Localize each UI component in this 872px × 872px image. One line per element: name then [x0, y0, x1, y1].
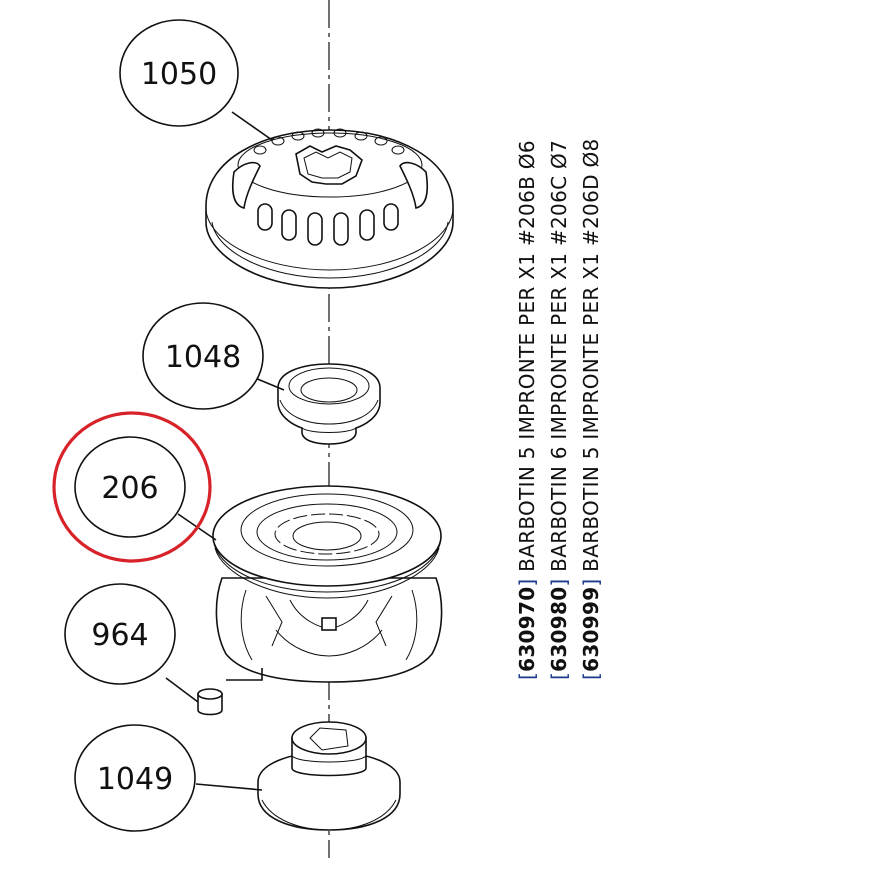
part-1050-cap [205, 128, 454, 289]
note-line-1: [630970] BARBOTIN 5 IMPRONTE PER X1 #206… [515, 140, 539, 680]
part-1048-bushing [277, 363, 381, 445]
callout-206-highlight [52, 411, 212, 563]
note-1-code: 630970 [515, 587, 539, 672]
callout-964: 964 [64, 583, 176, 685]
callout-206: 206 [52, 411, 212, 563]
leader-1048 [254, 377, 285, 391]
callout-1050: 1050 [119, 19, 239, 127]
callout-206-label: 206 [101, 471, 158, 506]
callout-1048-label: 1048 [165, 340, 241, 375]
leader-964 [165, 677, 199, 703]
note-line-3: [630999] BARBOTIN 5 IMPRONTE PER X1 #206… [579, 138, 603, 680]
callout-964-label: 964 [91, 618, 148, 653]
leader-1050 [231, 111, 273, 141]
part-964-pin [197, 688, 223, 716]
part-1049-base [257, 721, 401, 831]
callout-1049: 1049 [74, 724, 196, 832]
note-2-text: BARBOTIN 6 IMPRONTE PER X1 #206C Ø7 [547, 140, 571, 572]
part-206-barbotin [212, 485, 443, 683]
note-3-code: 630999 [579, 587, 603, 672]
callout-1049-label: 1049 [97, 762, 173, 797]
leader-1049 [195, 783, 263, 791]
note-3-text: BARBOTIN 5 IMPRONTE PER X1 #206D Ø8 [579, 138, 603, 571]
note-line-2: [630980] BARBOTIN 6 IMPRONTE PER X1 #206… [547, 140, 571, 680]
parts-notes: [630970] BARBOTIN 5 IMPRONTE PER X1 #206… [515, 138, 603, 680]
callout-1050-label: 1050 [141, 57, 217, 92]
callout-1048: 1048 [142, 302, 264, 410]
note-1-text: BARBOTIN 5 IMPRONTE PER X1 #206B Ø6 [515, 140, 539, 572]
note-2-code: 630980 [547, 587, 571, 672]
leader-964-shelf [226, 668, 263, 681]
